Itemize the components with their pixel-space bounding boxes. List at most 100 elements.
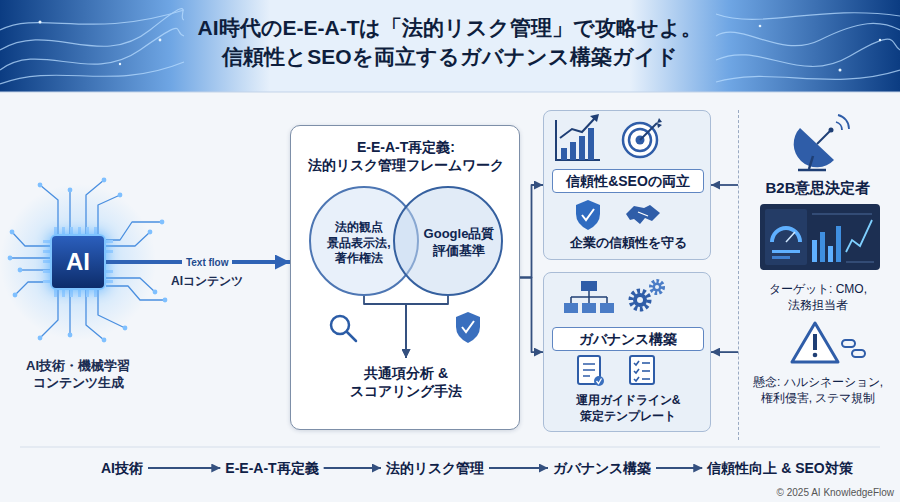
ai-chip-illustration xyxy=(102,178,107,183)
shield-icon xyxy=(456,312,480,343)
satellite-dish-icon xyxy=(836,122,842,130)
text-slot: AI技術・機械学習 コンテンツ生成 xyxy=(0,358,158,392)
ai-chip-illustration xyxy=(8,256,13,261)
ai-chip-illustration xyxy=(18,268,23,273)
growth-chart-icon xyxy=(556,114,600,160)
ai-chip-illustration xyxy=(12,232,50,246)
text-slot: ターゲット: CMO, 法務担当者 xyxy=(748,282,888,313)
copyright-note: © 2025 AI KnowledgeFlow xyxy=(700,486,894,499)
circle-text: 法的観点 景品表示法, 著作権法 xyxy=(319,220,399,267)
satellite-dish-icon xyxy=(838,115,849,129)
target-icon xyxy=(623,118,662,157)
shield-icon xyxy=(576,200,600,230)
document-icon xyxy=(583,364,595,376)
connector-arrow xyxy=(711,184,738,186)
ai-chip-illustration xyxy=(153,290,158,295)
flow-step-text: 法的リスク管理 xyxy=(386,459,484,477)
panel-text: 運用ガイドライン& 策定テンプレート xyxy=(553,393,703,424)
handshake-icon xyxy=(626,205,660,224)
warning-icon xyxy=(813,353,818,358)
text-slot: E-E-A-T再定義: 法的リスク管理フレームワーク xyxy=(301,138,511,174)
ai-chip-illustration xyxy=(54,289,57,297)
ai-chip-illustration xyxy=(106,286,165,300)
text-slot: 共通項分析 & スコアリング手法 xyxy=(321,364,491,400)
flow-step: AI技術 xyxy=(96,457,148,479)
ai-chip-illustration xyxy=(123,326,128,331)
dashboard-image xyxy=(812,240,817,262)
ai-chip-illustration xyxy=(68,333,73,338)
growth-chart-icon xyxy=(588,128,594,160)
header-waves xyxy=(0,28,184,70)
growth-chart-icon xyxy=(570,142,576,160)
ai-chip-illustration xyxy=(40,290,58,338)
header-sparkles xyxy=(879,39,881,41)
gears-icon xyxy=(633,293,647,307)
dashboard-image xyxy=(846,262,874,263)
ai-chip-illustration xyxy=(105,240,113,243)
connector-arrow xyxy=(364,296,406,358)
org-chart-icon xyxy=(581,281,597,291)
ai-chip-illustration xyxy=(94,289,97,297)
magnifier-icon xyxy=(331,316,356,341)
dashboard-image xyxy=(812,214,872,215)
document-icon xyxy=(583,363,595,365)
org-chart-icon xyxy=(582,303,596,313)
document-icon xyxy=(583,369,595,371)
connector-arrow xyxy=(148,467,220,469)
text-slot: AI技術 xyxy=(101,459,143,477)
text-slot: 信頼性向上 & SEO対策 xyxy=(707,459,852,477)
dashboard-image xyxy=(786,232,795,242)
flow-step: 法的リスク管理 xyxy=(381,457,489,479)
dashboard-image xyxy=(772,256,790,259)
header-waves xyxy=(716,23,900,45)
text-slot: AI xyxy=(52,236,104,288)
ai-chip-illustration xyxy=(40,185,58,234)
text-slot: 法的観点 景品表示法, 著作権法 xyxy=(319,220,399,267)
chip-caption: AI技術・機械学習 コンテンツ生成 xyxy=(0,358,158,392)
flow-step: E-E-A-T再定義 xyxy=(220,457,323,479)
venn-circle: Google品質 評価基準 xyxy=(393,186,503,296)
target-icon xyxy=(640,123,657,140)
dashboard-image xyxy=(828,246,833,262)
ai-chip-illustration xyxy=(106,222,162,240)
ai-chip-illustration xyxy=(10,257,50,258)
header-sparkles xyxy=(759,25,762,28)
flow-step-text: ガバナンス構築 xyxy=(553,459,651,477)
handshake-icon xyxy=(626,205,660,224)
checklist-icon xyxy=(634,361,650,381)
warning-icon xyxy=(792,323,838,362)
dashboard-image xyxy=(760,204,880,270)
connector-arrow xyxy=(711,351,738,353)
gears-icon xyxy=(631,291,649,309)
panel-heading: 信頼性&SEOの両立 xyxy=(552,169,704,193)
connector-arrow xyxy=(406,296,448,358)
text-slot: AIコンテンツ xyxy=(160,274,254,290)
gears-icon xyxy=(637,297,643,303)
growth-chart-icon xyxy=(560,118,595,138)
dashboard-image xyxy=(820,232,825,262)
ai-chip-illustration xyxy=(78,289,81,297)
document-icon xyxy=(583,375,590,377)
shield-icon xyxy=(456,312,480,343)
growth-chart-icon xyxy=(556,120,600,160)
connector-arrow xyxy=(489,467,548,469)
gears-icon xyxy=(655,285,659,289)
header-band xyxy=(0,0,900,92)
connector-arrow xyxy=(520,185,543,278)
growth-chart-icon xyxy=(590,114,599,122)
method-node: 共通項分析 & スコアリング手法 xyxy=(321,358,491,404)
warning-icon xyxy=(813,334,817,350)
header-waves xyxy=(0,62,184,84)
ai-chip-illustration xyxy=(86,180,104,234)
org-chart-icon xyxy=(564,281,614,313)
header-waves xyxy=(716,39,900,66)
ai-chip-illustration xyxy=(105,270,113,273)
text-slot: 懸念: ハルシネーション, 権利侵害, ステマ規制 xyxy=(748,375,888,406)
header-band xyxy=(0,92,900,93)
org-chart-icon xyxy=(588,291,590,297)
header-waves xyxy=(716,13,900,20)
ai-chip-illustration xyxy=(105,280,113,283)
warning-icon xyxy=(852,350,865,357)
shield-icon xyxy=(576,200,600,230)
checklist-icon xyxy=(642,378,650,380)
